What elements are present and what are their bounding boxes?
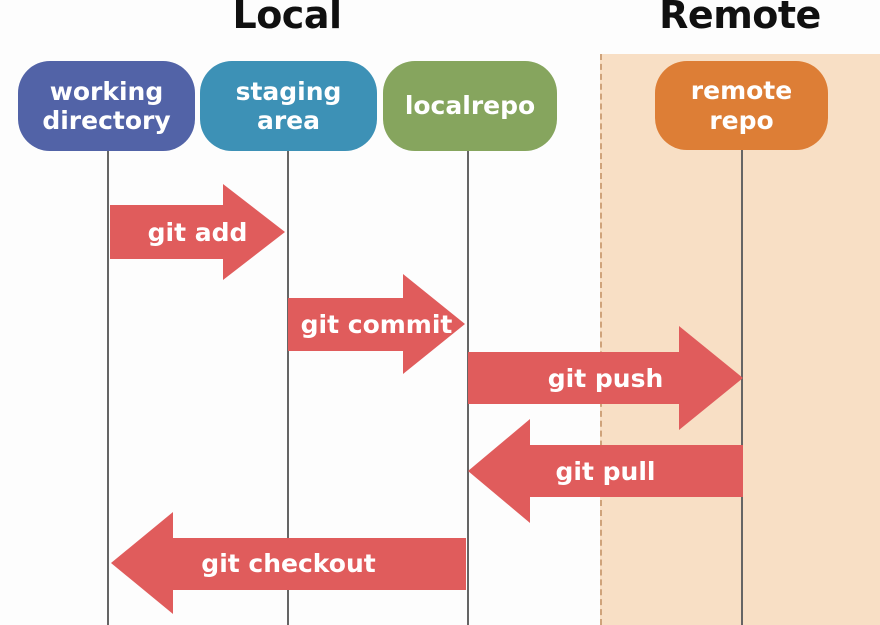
arrow-body-git-add xyxy=(110,205,223,259)
arrow-label-git-commit: git commit xyxy=(300,309,453,339)
arrow-git-commit: git commit xyxy=(288,274,465,374)
arrow-git-checkout: git checkout xyxy=(111,512,466,615)
remote-section-title: Remote xyxy=(659,0,821,37)
node-label-working-directory: working directory xyxy=(42,76,171,136)
arrow-head-git-add xyxy=(223,184,285,280)
node-label-localrepo: localrepo xyxy=(404,91,536,121)
arrow-body-git-checkout xyxy=(173,537,466,590)
node-working-directory: working directory xyxy=(18,61,195,151)
arrow-body-git-commit xyxy=(288,297,403,351)
arrow-body-git-push xyxy=(468,352,679,404)
arrow-label-git-push: git push xyxy=(547,363,664,393)
node-localrepo: localrepo xyxy=(383,61,557,151)
lifeline-working-directory xyxy=(107,150,109,625)
arrow-label-git-checkout: git checkout xyxy=(201,549,376,578)
arrow-head-git-commit xyxy=(403,274,465,374)
node-staging-area: staging area xyxy=(200,61,377,151)
arrow-label-git-add: git add xyxy=(147,217,248,247)
arrow-head-git-checkout xyxy=(111,512,173,614)
local-section-title: Local xyxy=(232,0,342,37)
arrow-git-pull: git pull xyxy=(468,419,743,523)
arrow-head-git-push xyxy=(679,326,743,430)
node-label-staging-area: staging area xyxy=(235,76,342,136)
node-remote-repo: remote repo xyxy=(655,61,828,150)
arrow-git-add: git add xyxy=(110,184,285,280)
lifeline-staging-area xyxy=(287,150,289,625)
arrow-git-push: git push xyxy=(468,326,743,430)
arrow-body-git-pull xyxy=(530,445,743,497)
node-label-remote-repo: remote repo xyxy=(690,76,793,135)
arrow-head-git-pull xyxy=(468,419,530,523)
arrow-label-git-pull: git pull xyxy=(555,456,656,486)
